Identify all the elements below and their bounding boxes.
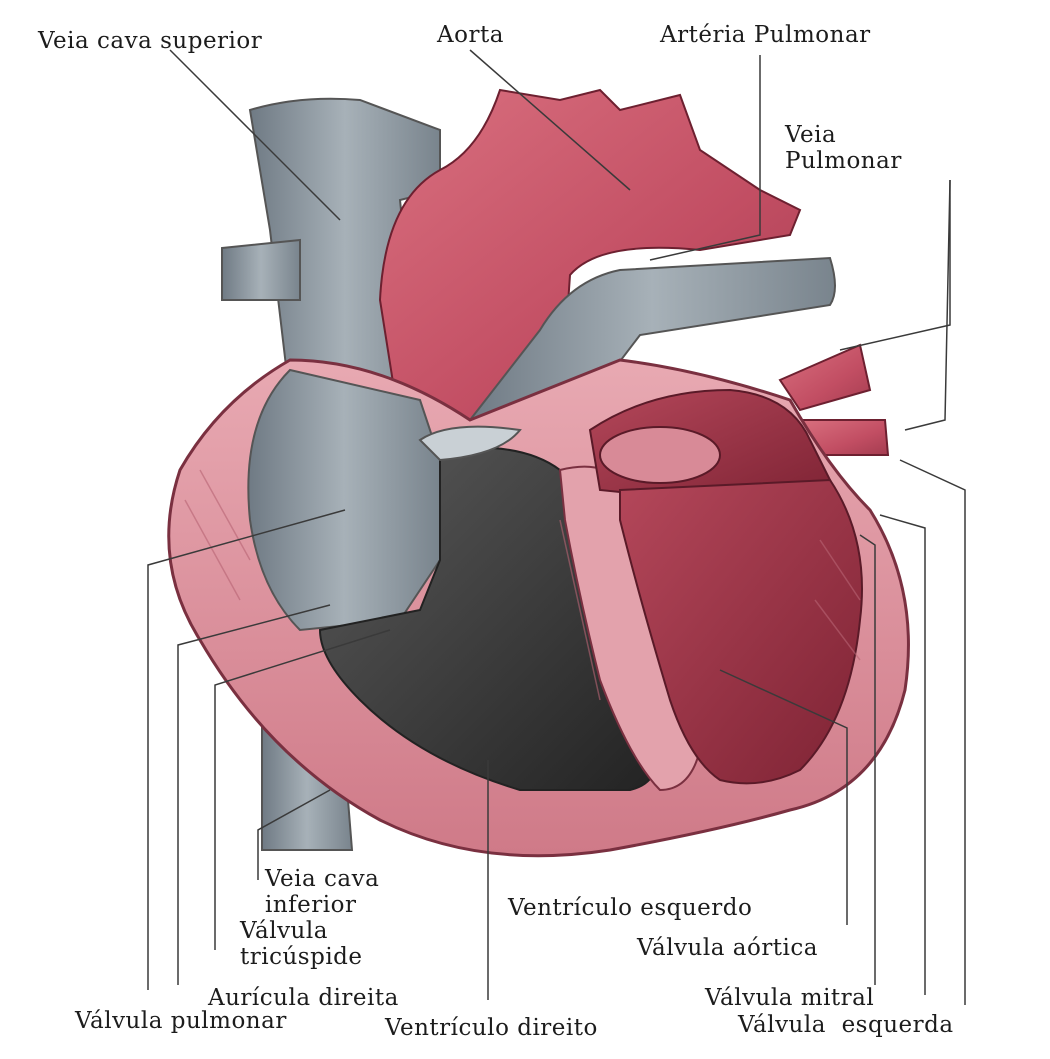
mitral-valve-shape	[600, 427, 720, 483]
label-aorta: Aorta	[437, 22, 504, 48]
label-valvula-pulmonar: Válvula pulmonar	[75, 1008, 287, 1034]
vein-branch-left	[222, 240, 300, 300]
label-valvula-aortica: Válvula aórtica	[637, 935, 818, 961]
pulmonary-vein-upper	[780, 345, 870, 410]
label-ventriculo-direito: Ventrículo direito	[385, 1015, 598, 1041]
label-veia-cava-superior: Veia cava superior	[38, 28, 262, 54]
label-valvula-mitral: Válvula mitral	[705, 985, 874, 1011]
label-valvula-tricuspide: Válvula tricúspide	[240, 918, 400, 970]
right-atrium	[248, 370, 440, 630]
label-arteria-pulmonar: Artéria Pulmonar	[660, 22, 871, 48]
label-valvula-esquerda: Válvula esquerda	[738, 1012, 954, 1038]
label-veia-pulmonar: Veia Pulmonar	[785, 122, 935, 174]
label-ventriculo-esquerdo: Ventrículo esquerdo	[508, 895, 752, 921]
label-veia-cava-inferior: Veia cava inferior	[265, 866, 415, 918]
